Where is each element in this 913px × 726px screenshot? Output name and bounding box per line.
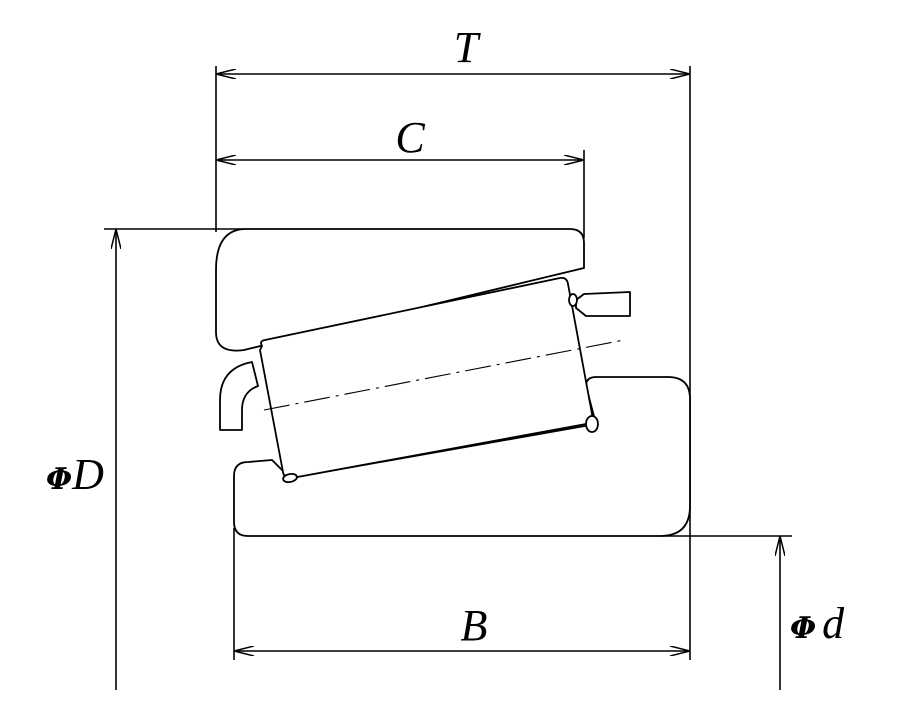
phi-symbol-D: Φ <box>46 462 72 497</box>
dimension-lines <box>116 74 780 690</box>
label-B: B <box>461 601 488 650</box>
label-T: T <box>454 23 482 72</box>
cage-front-tab <box>575 291 631 317</box>
roller-contact-bead-left <box>282 472 298 484</box>
roller-contact-bead-right <box>585 415 599 433</box>
label-D: D <box>71 450 104 499</box>
label-d: d <box>822 599 845 648</box>
roller-cage-pin <box>568 293 578 307</box>
label-outer-diameter: ΦD <box>46 450 104 499</box>
outer-ring-cup <box>215 228 585 352</box>
extension-lines <box>104 66 792 660</box>
inner-ring-cone <box>233 376 691 537</box>
label-C: C <box>395 113 425 162</box>
cage-back-section <box>219 361 259 431</box>
phi-symbol-d: Φ <box>790 611 816 646</box>
roller-axis-centerline <box>263 339 625 411</box>
